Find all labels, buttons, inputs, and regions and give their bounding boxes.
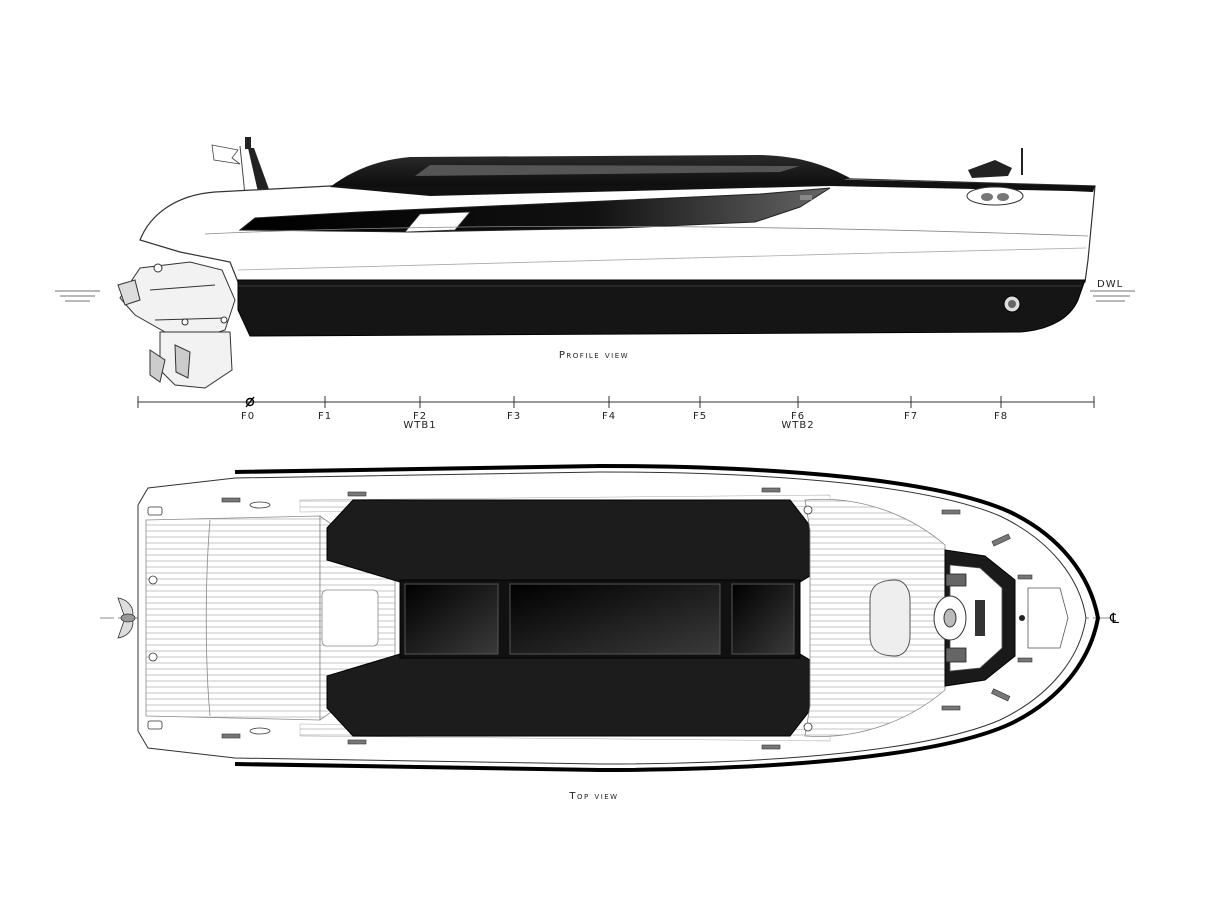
frame-label-f8: F8 [994, 411, 1008, 422]
propeller-icon [117, 597, 136, 639]
bow-fittings [800, 148, 1024, 206]
top-caption: Top view [568, 791, 618, 802]
aft-deck-teak [145, 515, 321, 721]
frame-label-f1: F1 [318, 411, 332, 422]
aft-mast [211, 137, 270, 196]
bulkhead-label-2: WTB2 [781, 420, 814, 431]
skylight-aft [404, 583, 499, 655]
helm-seat [869, 579, 911, 657]
skylight-fwd [731, 583, 795, 655]
frame-label-f4: F4 [602, 411, 616, 422]
chine-line-2 [237, 247, 1087, 271]
frame-label-f6: F6 [791, 411, 805, 422]
aft-hatch [321, 589, 379, 647]
bow-thruster [1003, 295, 1021, 313]
frame-label-f3: F3 [507, 411, 521, 422]
skylight-main [509, 583, 721, 655]
frame-label-f2: F2 [413, 411, 427, 422]
roof-glass [415, 165, 800, 176]
profile-caption: Profile view [559, 350, 629, 361]
centerline-symbol-icon: ℄ [1109, 611, 1119, 627]
frame-label-f0: F0 [241, 411, 255, 422]
hardtop-roof-port [326, 499, 826, 583]
top-view: ℄ Top view [100, 463, 1119, 802]
anchor-locker [1027, 587, 1069, 649]
profile-view: DWL Profile view [55, 137, 1135, 389]
hull-outline [234, 463, 1101, 773]
deck-cleats [221, 487, 1033, 750]
waterline-label: DWL [1097, 279, 1123, 290]
frame-zero-symbol-icon [245, 396, 255, 408]
waterline-marks [55, 290, 1135, 302]
deck-fittings [147, 501, 813, 735]
frame-label-f7: F7 [904, 411, 918, 422]
control-panel [975, 600, 985, 636]
chine-line-1 [204, 225, 1089, 237]
hardtop-roof-starboard [326, 653, 826, 737]
bulkhead-label-1: WTB1 [403, 420, 436, 431]
sheer-stripe [330, 179, 1095, 196]
frame-ticks: F0 F1 F2 F3 F4 F5 F6 F7 F8 [241, 396, 1008, 422]
frame-scale: F0 F1 F2 F3 F4 F5 F6 F7 F8 WTB1 WTB2 [137, 396, 1095, 431]
outboard-engine [117, 261, 236, 389]
side-window [238, 187, 831, 233]
hull-bottom [237, 279, 1086, 337]
frame-label-f5: F5 [693, 411, 707, 422]
